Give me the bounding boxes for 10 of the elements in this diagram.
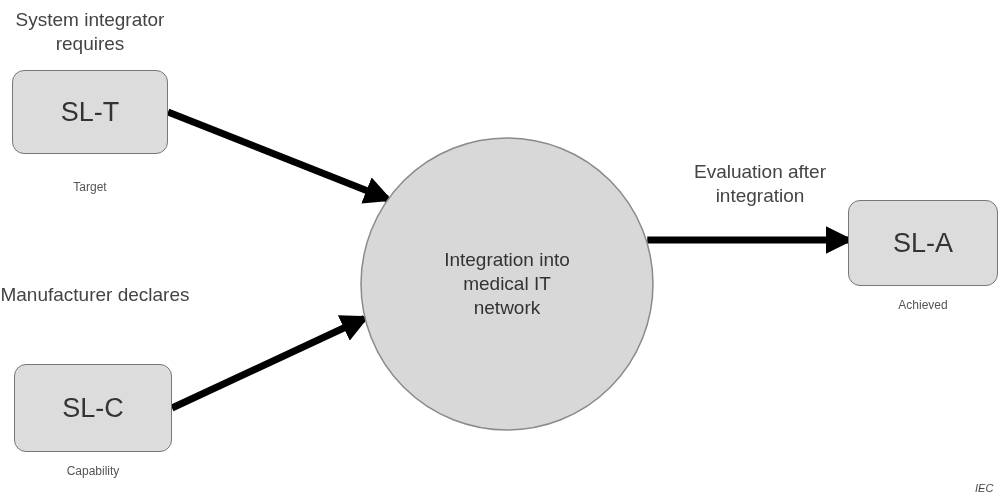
node-heading: Manufacturer declares: [0, 283, 190, 307]
node-label: SL-A: [893, 227, 953, 259]
source-note: IEC: [975, 482, 994, 494]
node-label: SL-C: [62, 392, 124, 424]
node-caption: Capability: [65, 464, 121, 478]
node-label: SL-T: [60, 96, 120, 128]
node-caption: Achieved: [897, 298, 949, 312]
node-caption: Target: [72, 180, 108, 194]
node-label: Integration into medical IT network: [443, 248, 571, 320]
node-heading: System integrator requires: [14, 8, 166, 56]
